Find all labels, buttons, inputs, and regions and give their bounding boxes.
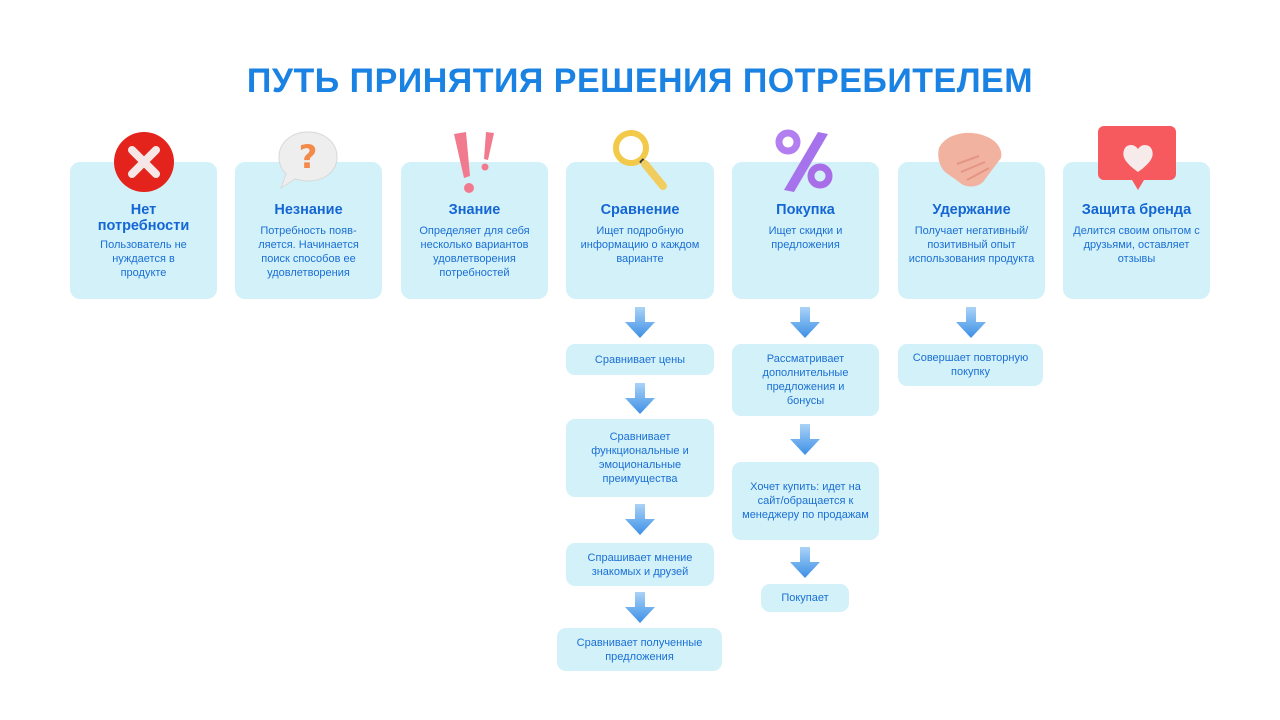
question-bubble-icon: ? (278, 131, 338, 190)
stage-title: Покупка (776, 202, 835, 218)
stage-card-purchase: Покупка Ищет скидки и предложения (732, 162, 879, 299)
stage-description: Получает негативный/ позитивный опыт исп… (908, 225, 1035, 265)
stage-title: Нет потребности (97, 202, 190, 234)
step-box: Покупает (761, 584, 849, 612)
arrow-down-icon (956, 307, 986, 338)
stage-card-brand-protection: Защита бренда Делится своим опытом с дру… (1063, 162, 1210, 299)
stage-card-awareness: Знание Определяет для себя несколько вар… (401, 162, 548, 299)
stage-description: Ищет скидки и предложения (768, 225, 843, 251)
arrow-down-icon (625, 383, 655, 414)
magnifier-icon (613, 130, 667, 190)
step-box: Совершает повторную покупку (898, 344, 1043, 386)
arrow-down-icon (625, 307, 655, 338)
stage-title: Защита бренда (1081, 202, 1192, 218)
step-box: Сравнивает полученные предложения (557, 628, 722, 671)
stage-title: Удержание (932, 202, 1011, 218)
step-box: Рассматривает дополнительные предложения… (732, 344, 879, 416)
stage-title: Незнание (274, 202, 343, 218)
heart-bubble-icon (1098, 126, 1176, 190)
cross-icon (114, 132, 174, 192)
exclamation-icon (454, 132, 494, 193)
percent-icon (775, 129, 833, 192)
arrow-down-icon (625, 592, 655, 623)
step-box: Сравнивает цены (566, 344, 714, 375)
arrow-down-icon (790, 307, 820, 338)
arrow-down-icon (625, 504, 655, 535)
arrow-down-icon (790, 424, 820, 455)
stage-title: Сравнение (600, 202, 680, 218)
stage-card-unawareness: Незнание Потребность появ-ляется. Начина… (235, 162, 382, 299)
stage-description: Ищет подробную информацию о каждом вариа… (580, 225, 700, 265)
arrow-down-icon (790, 547, 820, 578)
stage-description: Потребность появ-ляется. Начинается поис… (258, 225, 359, 279)
stage-title: Знание (448, 202, 501, 218)
stage-description: Делится своим опытом с друзьями, оставля… (1073, 225, 1200, 265)
step-box: Хочет купить: идет на сайт/обращается к … (732, 462, 879, 540)
handshake-icon (938, 132, 1002, 187)
page-title: ПУТЬ ПРИНЯТИЯ РЕШЕНИЯ ПОТРЕБИТЕЛЕМ (246, 62, 1034, 100)
stage-description: Определяет для себя несколько вариантов … (419, 225, 530, 279)
svg-text:?: ? (299, 138, 318, 176)
step-box: Сравнивает функциональные и эмоциональны… (566, 419, 714, 497)
stage-description: Пользователь не нуждается в продукте (100, 239, 187, 279)
step-box: Спрашивает мнение знакомых и друзей (566, 543, 714, 586)
stage-card-comparison: Сравнение Ищет подробную информацию о ка… (566, 162, 714, 299)
